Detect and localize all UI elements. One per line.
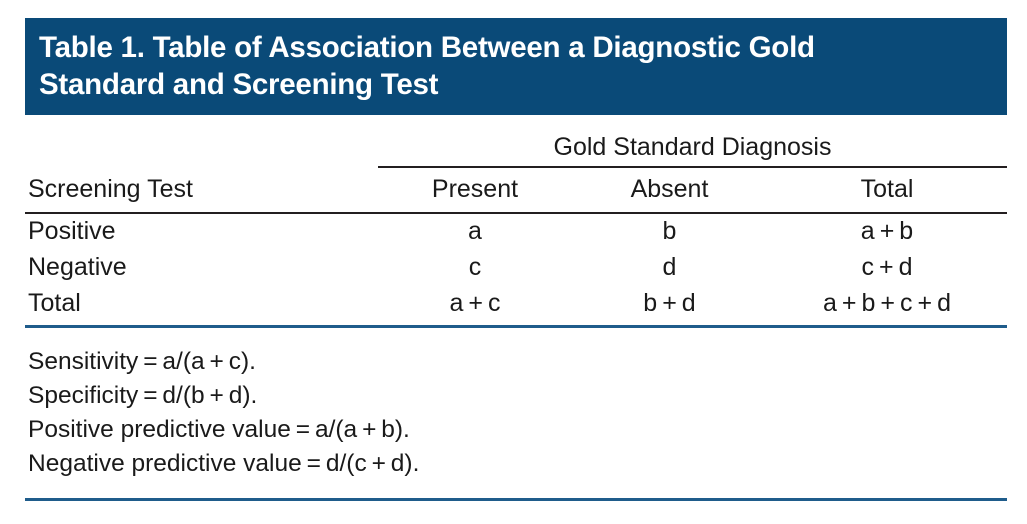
cell-total-present: a + c [378,286,572,328]
cell-total-total: a + b + c + d [767,286,1008,328]
table-title: Table 1. Table of Association Between a … [39,31,815,101]
footnote-positive-predictive-value: Positive predictive value = a/(a + b). [28,416,410,443]
cell-positive-absent: b [662,217,677,245]
table-title-bar: Table 1. Table of Association Between a … [25,18,1007,115]
column-group-header-gold-standard-diagnosis: Gold Standard Diagnosis [378,120,1008,168]
column-header-total: Total [767,167,1008,214]
spanner-row: Gold Standard Diagnosis [25,120,1008,168]
cell-negative-total: c + d [861,253,913,281]
row-label-total: Total [25,286,378,328]
spanner-blank-cell [25,120,378,167]
column-header-absent: Absent [572,167,767,214]
cell-negative-present: c [468,253,482,281]
table-row: Positive a b a + b [25,213,1007,250]
table-row: Total a + c b + d a + b + c + d [25,286,1008,328]
row-label-negative: Negative [28,253,127,281]
cell-positive-total: a + b [860,217,914,245]
column-header-row: Screening Test Present Absent Total [25,167,1008,214]
table-row: Negative c d c + d [25,250,1007,286]
cell-positive-present: a [468,217,482,245]
footnote-sensitivity: Sensitivity = a/(a + c). [28,348,256,375]
cell-total-absent: b + d [572,286,767,328]
column-header-present: Present [378,167,572,214]
table-body: Positive a b a + b Negative c d c + d To… [25,213,1008,328]
table-footnotes: Sensitivity = a/(a + c). Specificity = d… [25,345,1007,481]
row-label-positive: Positive [28,217,116,245]
footnote-specificity: Specificity = d/(b + d). [28,382,258,409]
column-header-screening-test: Screening Test [25,167,378,214]
footnote-negative-predictive-value: Negative predictive value = d/(c + d). [28,450,420,477]
cell-negative-absent: d [662,253,677,281]
bottom-rule [25,498,1007,501]
association-table: Gold Standard Diagnosis Screening Test P… [25,120,1008,328]
table-head: Gold Standard Diagnosis Screening Test P… [25,120,1008,214]
table-container: Gold Standard Diagnosis Screening Test P… [25,120,1008,328]
